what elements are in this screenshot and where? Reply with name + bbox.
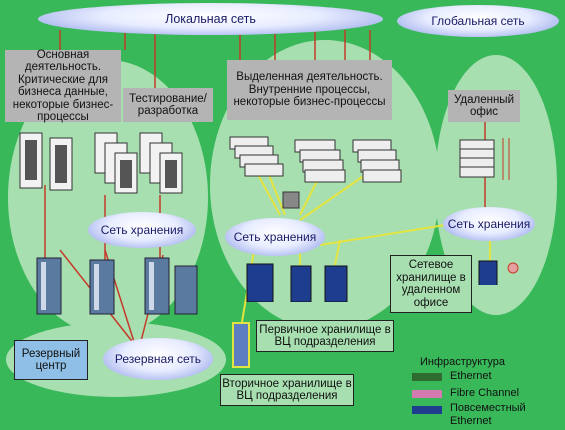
legend-label-ubiquitous: Повсеместный Ethernet xyxy=(450,402,526,427)
storage-array-icon xyxy=(246,263,274,302)
storage-array-icon xyxy=(290,265,312,302)
storage-network-right: Сеть хранения xyxy=(443,207,535,241)
storage-network-left: Сеть хранения xyxy=(88,212,196,248)
legend-label-ethernet: Ethernet xyxy=(450,370,492,382)
lan-label: Локальная сеть xyxy=(165,12,256,26)
wan-label: Глобальная сеть xyxy=(431,14,525,28)
primary-storage-box: Первичное хранилище в ВЦ подразделения xyxy=(256,320,394,352)
fc-switch-icon xyxy=(282,191,300,209)
primary-storage-label: Первичное хранилище в ВЦ подразделения xyxy=(259,323,391,349)
storage-array-icon xyxy=(174,265,198,315)
wan-cloud: Глобальная сеть xyxy=(397,5,559,37)
storage-network-right-label: Сеть хранения xyxy=(447,217,531,231)
nas-icon xyxy=(478,260,498,285)
left-servers xyxy=(19,132,198,315)
storage-network-center: Сеть хранения xyxy=(225,218,325,256)
legend-title: Инфраструктура xyxy=(420,356,506,368)
testing-box: Тестирование/ разработка xyxy=(123,88,213,122)
core-business-label: Основная деятельность. Критические для б… xyxy=(12,48,114,124)
dedicated-label: Выделенная деятельность. Внутренние проц… xyxy=(233,71,386,109)
remote-servers xyxy=(459,138,519,285)
backup-network: Резервная сеть xyxy=(103,338,213,380)
backup-center-label: Резервный центр xyxy=(21,347,81,373)
testing-label: Тестирование/ разработка xyxy=(129,92,207,118)
remote-office-label: Удаленный офис xyxy=(453,93,514,119)
core-business-box: Основная деятельность. Критические для б… xyxy=(5,48,121,124)
lan-cloud: Локальная сеть xyxy=(38,3,383,35)
center-servers xyxy=(229,136,402,302)
disconnected-icon xyxy=(507,262,519,274)
storage-array-icon xyxy=(36,257,62,315)
storage-network-left-label: Сеть хранения xyxy=(100,223,184,237)
secondary-storage-box: Вторичное хранилище в ВЦ подразделения xyxy=(220,374,354,406)
storage-network-center-label: Сеть хранения xyxy=(233,230,317,244)
storage-array-icon xyxy=(144,257,170,315)
backup-network-label: Резервная сеть xyxy=(114,352,202,366)
secondary-storage-label: Вторичное хранилище в ВЦ подразделения xyxy=(222,377,352,403)
nas-remote-label: Сетевое хранилище в удаленном офисе xyxy=(396,259,466,309)
storage-array-icon xyxy=(324,265,348,302)
storage-array-icon xyxy=(89,259,115,315)
tape-library-icon xyxy=(232,322,250,368)
remote-office-box: Удаленный офис xyxy=(448,90,520,122)
legend-label-fibre: Fibre Channel xyxy=(450,387,520,399)
nas-remote-box: Сетевое хранилище в удаленном офисе xyxy=(390,255,472,313)
legend-swatch-ethernet xyxy=(412,373,442,381)
legend-swatch-fibre xyxy=(412,390,442,398)
legend-swatch-ubiquitous xyxy=(412,406,442,414)
backup-center-box: Резервный центр xyxy=(14,340,88,380)
dedicated-box: Выделенная деятельность. Внутренние проц… xyxy=(227,60,392,120)
